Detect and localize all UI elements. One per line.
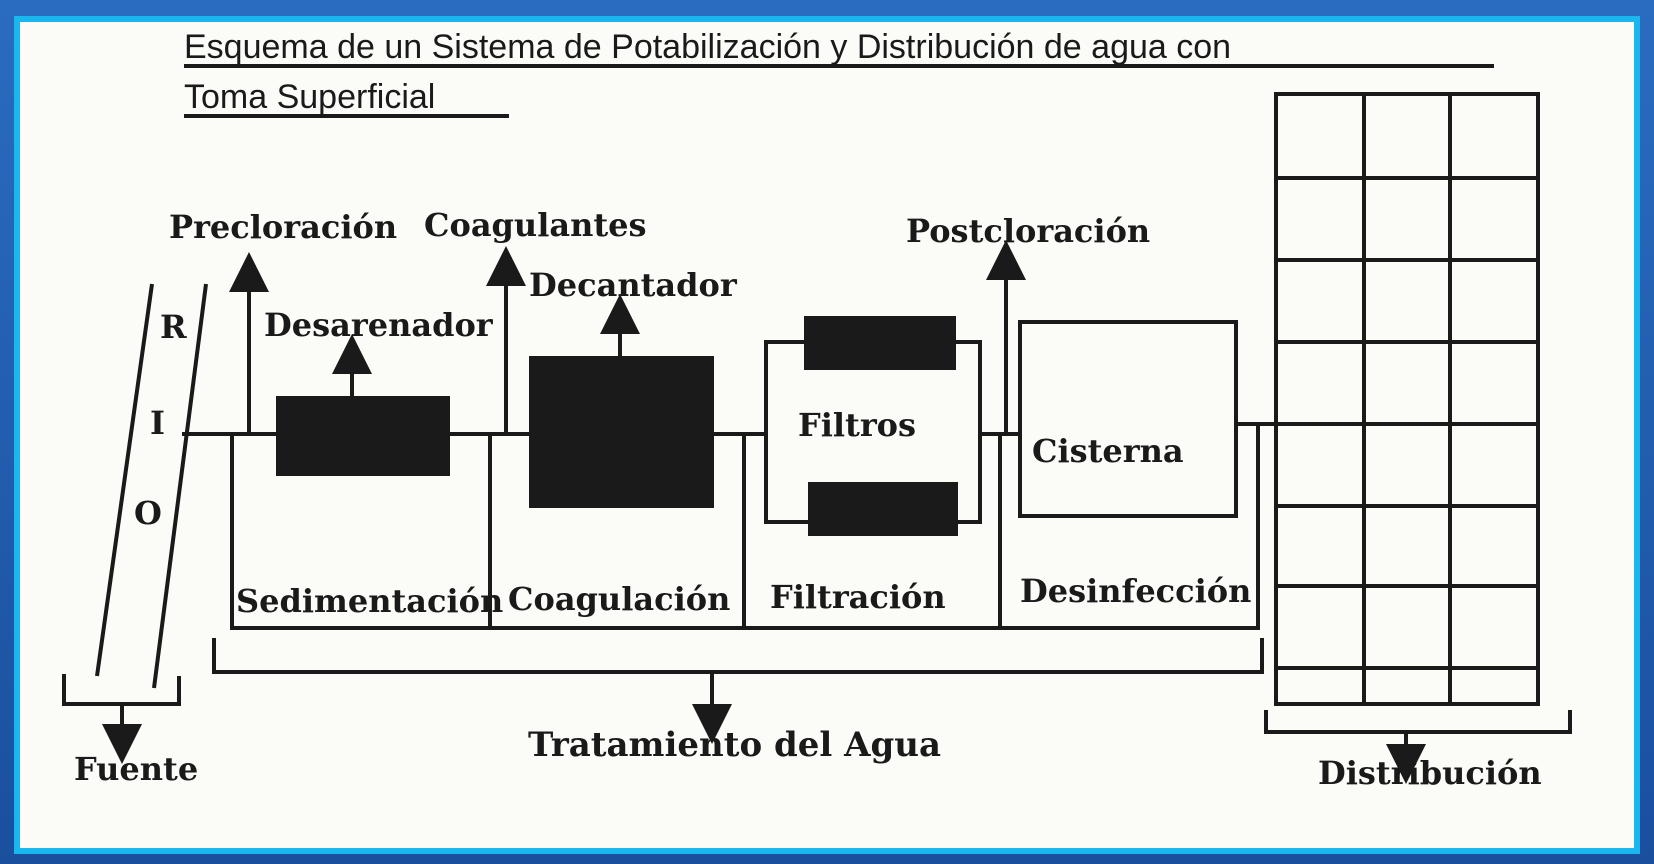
decantador-unit [529, 356, 714, 508]
distribution-grid [1274, 92, 1540, 706]
title-line-1: Esquema de un Sistema de Potabilización … [184, 28, 1231, 66]
title-line-2: Toma Superficial [184, 78, 435, 116]
cistern-tank [1018, 320, 1238, 518]
postcloracion-label: Postcloración [906, 212, 1150, 250]
river-letter-r: R [160, 308, 187, 346]
coagulacion-label: Coagulación [508, 580, 730, 618]
tratamiento-label: Tratamiento del Agua [528, 725, 941, 765]
filter-media-top [804, 316, 956, 370]
precloracion-label: Precloración [169, 208, 397, 246]
river-letter-i: I [150, 404, 165, 442]
fuente-label: Fuente [74, 750, 198, 788]
desarenador-unit [276, 396, 450, 476]
treatment-bracket [212, 638, 1264, 674]
filter-media-bottom [808, 482, 958, 536]
distribucion-label: Distribución [1318, 754, 1542, 792]
river-letter-o: O [134, 494, 162, 532]
water-treatment-diagram: Esquema de un Sistema de Potabilización … [62, 28, 1572, 792]
distribution-bracket [1264, 710, 1572, 734]
filtros-label: Filtros [798, 406, 916, 444]
source-bracket [62, 674, 181, 706]
river-left-bank [95, 283, 154, 677]
desarenador-label: Desarenador [264, 306, 494, 344]
coagulantes-label: Coagulantes [424, 206, 647, 244]
desinfeccion-label: Desinfección [1020, 572, 1251, 610]
sedimentacion-label: Sedimentación [236, 582, 503, 620]
cisterna-label: Cisterna [1032, 432, 1184, 470]
river-right-bank [152, 283, 208, 689]
decantador-label: Decantador [529, 266, 738, 304]
filtracion-label: Filtración [770, 578, 946, 616]
